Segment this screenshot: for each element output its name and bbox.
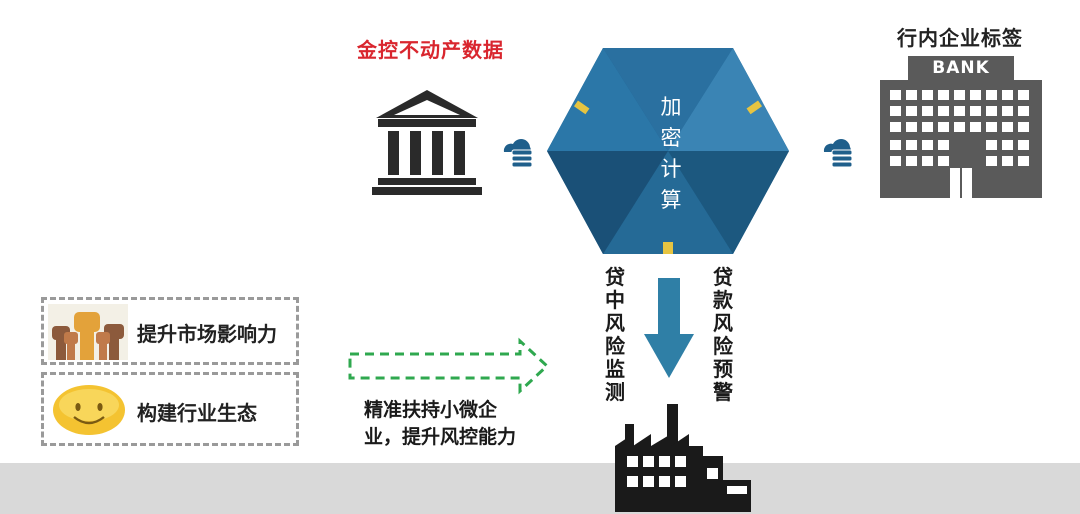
bank-sign: BANK — [932, 58, 990, 78]
inloan-risk-monitor-label: 贷中风险监测 — [605, 265, 625, 404]
cloud-database-icon-left — [503, 139, 533, 168]
down-arrow-icon — [644, 278, 694, 378]
encryption-hexagon — [547, 48, 789, 254]
bottom-band — [0, 463, 1080, 514]
benefit-box-ecosystem: 构建行业生态 — [41, 372, 299, 446]
encrypted-compute-label: 加密计算 — [660, 95, 682, 212]
bank-building-icon — [880, 56, 1042, 198]
cloud-database-icon-right — [823, 139, 853, 168]
loan-risk-warning-label: 贷款风险预警 — [713, 265, 733, 404]
raised-fists-icon — [48, 304, 128, 360]
benefit-label-market: 提升市场影响力 — [137, 322, 277, 346]
benefit-label-ecosystem: 构建行业生态 — [137, 401, 257, 425]
smiley-icon — [53, 385, 125, 435]
dashed-right-arrow-icon — [348, 337, 550, 395]
benefit-box-market: 提升市场影响力 — [41, 297, 299, 365]
realestate-data-label: 金控不动产数据 — [357, 38, 504, 62]
support-smes-text: 精准扶持小微企业，提升风控能力 — [364, 399, 517, 448]
factory-icon — [615, 404, 751, 512]
enterprise-tags-label: 行内企业标签 — [897, 26, 1023, 50]
government-building-icon — [372, 90, 482, 195]
